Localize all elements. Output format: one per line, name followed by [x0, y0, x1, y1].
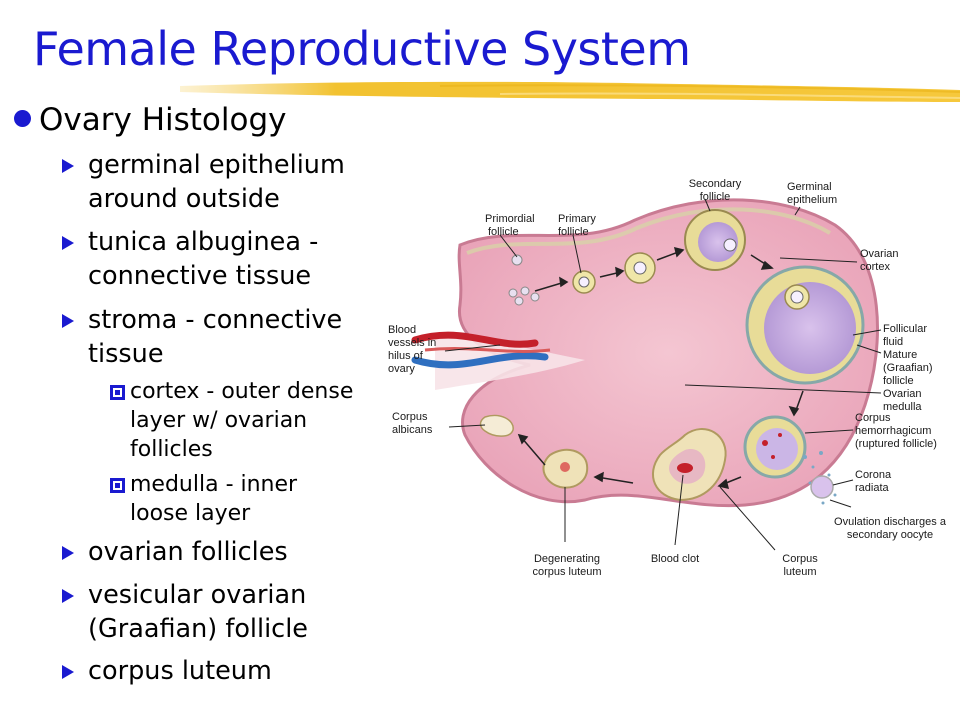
list-item-text: germinal epithelium around outside: [88, 150, 345, 214]
sub-list-item: cortex - outer dense layer w/ ovarian fo…: [110, 377, 380, 464]
triangle-bullet-icon: [62, 546, 74, 560]
list-item: stroma - connective tissue: [62, 303, 389, 371]
square-bullet-icon: [110, 385, 125, 400]
leader-lines: [444, 198, 882, 551]
list-item-text: corpus luteum: [88, 656, 272, 686]
sub-list-item-text: medulla - inner loose layer: [130, 472, 298, 526]
label-mature-follicle: Mature(Graafian)follicle: [883, 349, 933, 387]
primordial-follicles: [508, 254, 540, 306]
sub-list-item: medulla - inner loose layer: [110, 470, 350, 528]
list-item: corpus luteum: [62, 654, 272, 688]
list-item-text: stroma - connective tissue: [88, 305, 343, 369]
label-blood-clot: Blood clot: [651, 553, 699, 565]
heading-bullet: Ovary Histology: [14, 102, 287, 138]
list-item-text: vesicular ovarian (Graafian) follicle: [88, 580, 308, 644]
list-item: vesicular ovarian (Graafian) follicle: [62, 578, 362, 646]
blood-vessel-blue: [411, 352, 549, 369]
triangle-bullet-icon: [62, 589, 74, 603]
blood-clot-mass: [677, 463, 693, 473]
square-bullet-icon: [110, 478, 125, 493]
list-item-text: tunica albuginea - connective tissue: [88, 227, 319, 291]
list-item: ovarian follicles: [62, 535, 288, 569]
triangle-bullet-icon: [62, 236, 74, 250]
blood-vessel-red: [411, 331, 539, 348]
slide-title: Female Reproductive System: [33, 22, 691, 76]
corpus-albicans: [479, 414, 514, 437]
triangle-bullet-icon: [62, 159, 74, 173]
title-underline-brushstroke: [180, 81, 960, 102]
progression-arrows: [517, 246, 804, 489]
list-item: tunica albuginea - connective tissue: [62, 225, 389, 293]
list-item: germinal epithelium around outside: [62, 148, 389, 216]
corona-radiata: [810, 475, 834, 499]
sub-list-item-text: cortex - outer dense layer w/ ovarian fo…: [130, 379, 354, 462]
triangle-bullet-icon: [62, 314, 74, 328]
bullet-dot-icon: [14, 110, 31, 127]
heading-text: Ovary Histology: [39, 102, 287, 138]
list-item-text: ovarian follicles: [88, 537, 288, 567]
ovulation-particles: [803, 451, 837, 505]
triangle-bullet-icon: [62, 665, 74, 679]
